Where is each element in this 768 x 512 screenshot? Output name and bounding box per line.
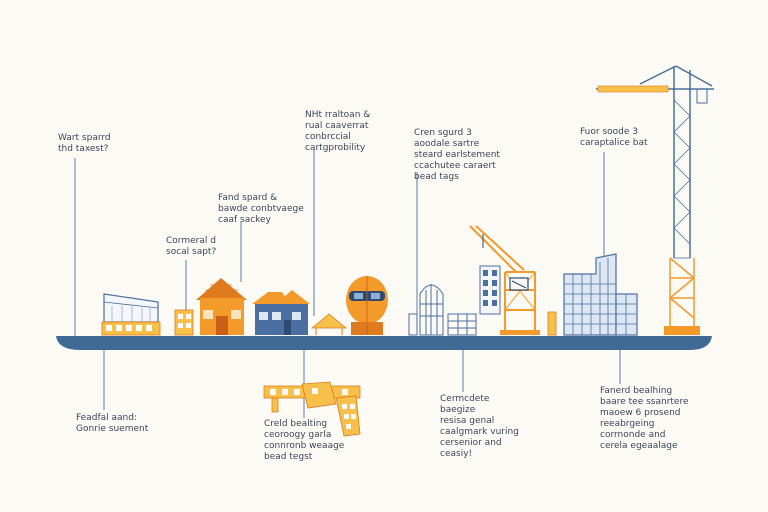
building-dome-silo <box>346 276 388 335</box>
building-framed-hall <box>101 293 161 336</box>
building-outline-tower <box>408 284 477 336</box>
building-glass-tower <box>479 265 501 315</box>
tower-crane-yellow <box>469 225 557 336</box>
scaffold-prefab <box>263 381 361 437</box>
annotation-top-6: Fuor soode 3 caraptalice bat <box>580 127 648 148</box>
timeline-ground <box>56 336 712 350</box>
building-office-block <box>563 253 638 336</box>
tower-crane-tall <box>596 65 714 335</box>
building-orange-house <box>196 278 247 335</box>
annotation-bottom-3: Cermcdete baegize resisa genal caalgmark… <box>440 394 519 459</box>
annotation-top-1: Wart sparrd thd taxest? <box>58 133 111 154</box>
annotation-top-2: Cormeral d socal sapt? <box>166 236 217 257</box>
small-pavilion <box>310 313 348 335</box>
annotation-bottom-1: Feadfal aand: Gonrie suement <box>76 413 149 434</box>
annotation-bottom-4: Fanerd bealhing baare tee ssanrtere maoe… <box>600 386 689 451</box>
annotation-top-5: Cren sgurd 3 aoodale sartre steard earls… <box>414 128 500 182</box>
annotation-top-4: NHt rraltoan & rual caaverrat conbrccial… <box>305 110 371 153</box>
annotation-top-3: Fand spard & bawde conbtvaege caaf sacke… <box>218 193 304 225</box>
building-blue-house <box>252 290 310 335</box>
scaffold-block <box>174 309 194 336</box>
annotation-bottom-2: Creld bealting ceoroogy garla connronb w… <box>264 419 345 462</box>
